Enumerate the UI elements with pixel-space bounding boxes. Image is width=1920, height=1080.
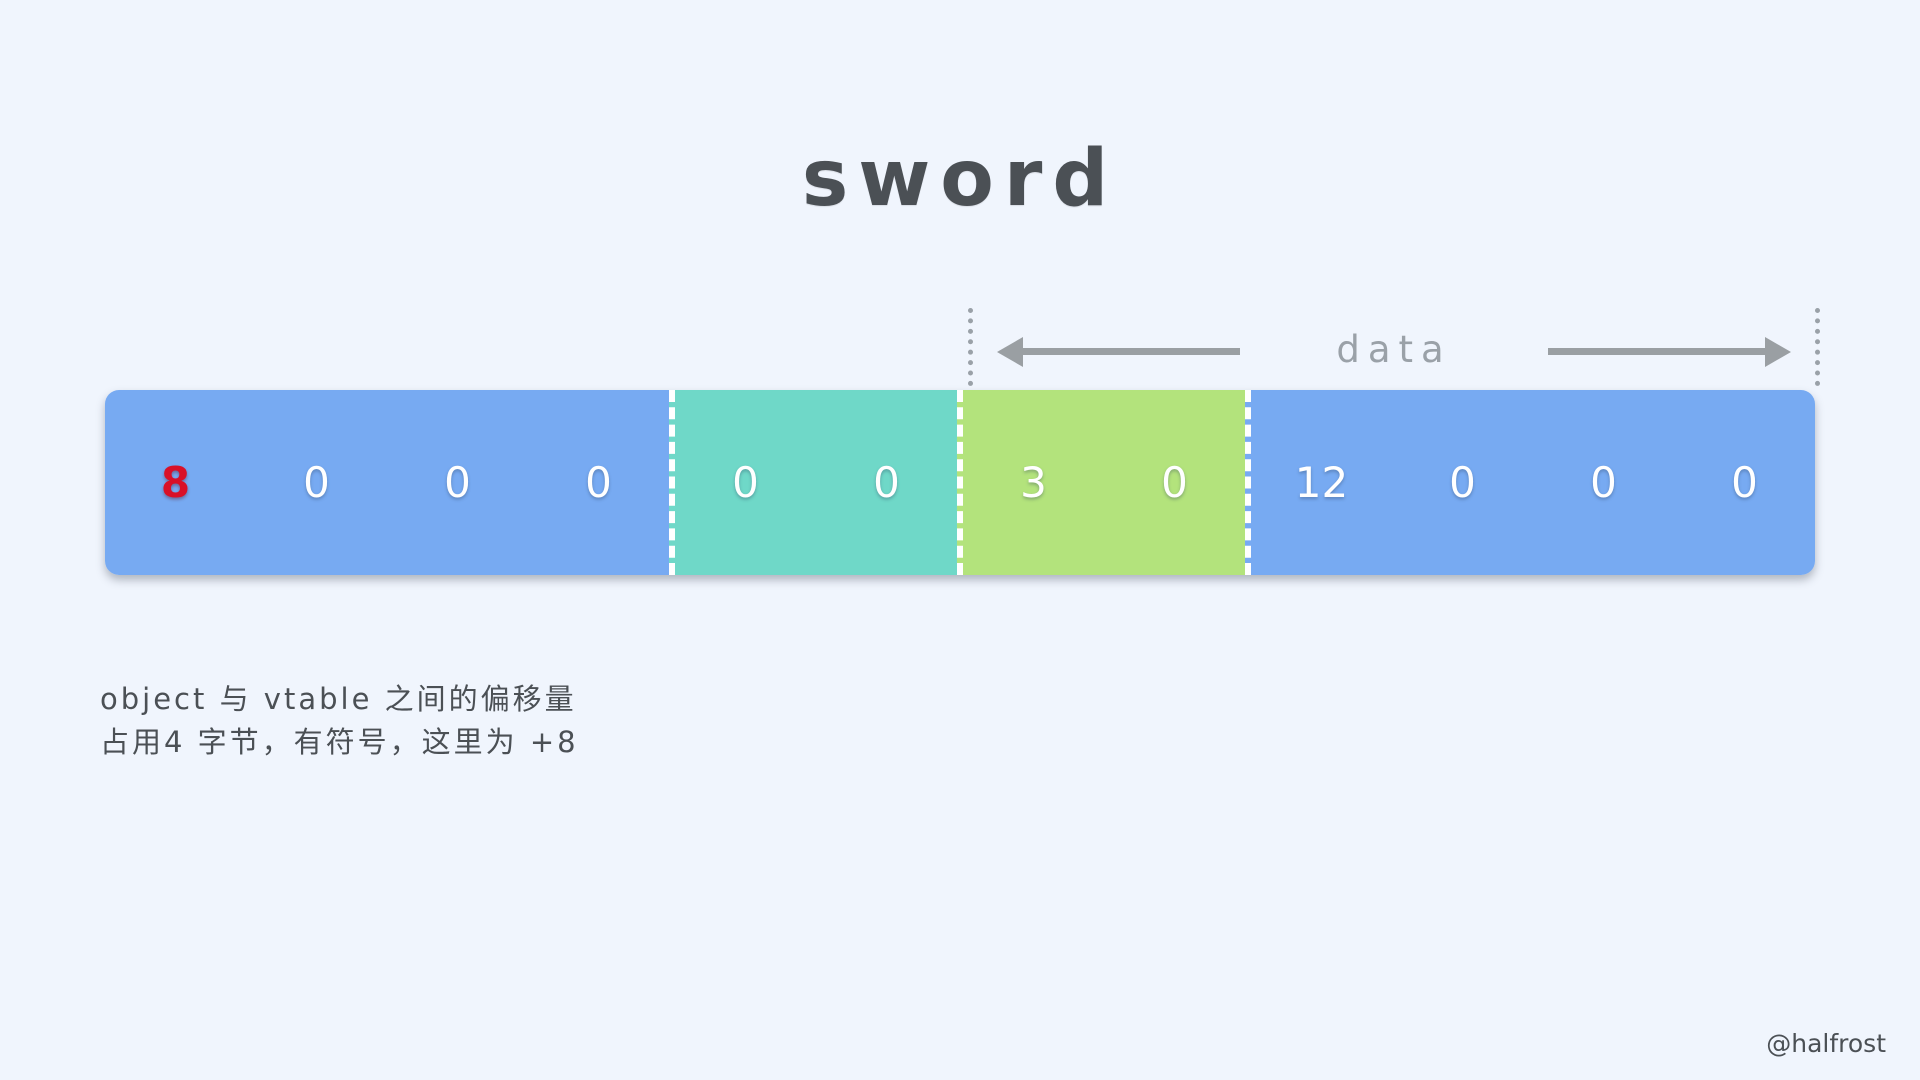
guide-line-left [968,308,973,386]
memory-cell: 0 [303,458,330,507]
memory-cell: 12 [1294,458,1349,507]
memory-cell: 0 [1590,458,1617,507]
caption: object 与 vtable 之间的偏移量 占用4 字节，有符号，这里为 +8 [100,678,579,764]
caption-line-1: object 与 vtable 之间的偏移量 [100,682,577,716]
memory-cell: 0 [1731,458,1758,507]
arrow-left-icon [997,337,1240,367]
arrow-left-head-icon [997,337,1023,367]
caption-line-2: 占用4 字节，有符号，这里为 +8 [100,725,579,759]
annotation-band: data [0,300,1920,392]
memory-cell: 0 [444,458,471,507]
memory-cell: 8 [160,458,191,507]
data-range-label: data [1336,328,1452,371]
arrow-right-head-icon [1765,337,1791,367]
memory-cell: 0 [1161,458,1188,507]
memory-cell: 0 [873,458,900,507]
memory-cell: 0 [732,458,759,507]
memory-cell: 3 [1020,458,1047,507]
memory-segment-object-offset-field: 8 0 0 0 [105,390,669,575]
memory-segment-data-field: 12 0 0 0 [1245,390,1815,575]
memory-cell: 0 [1449,458,1476,507]
arrow-right-icon [1548,337,1791,367]
guide-line-right [1815,308,1820,386]
memory-cell: 0 [585,458,612,507]
watermark: @halfrost [1766,1029,1886,1058]
page-title: sword [801,134,1119,224]
